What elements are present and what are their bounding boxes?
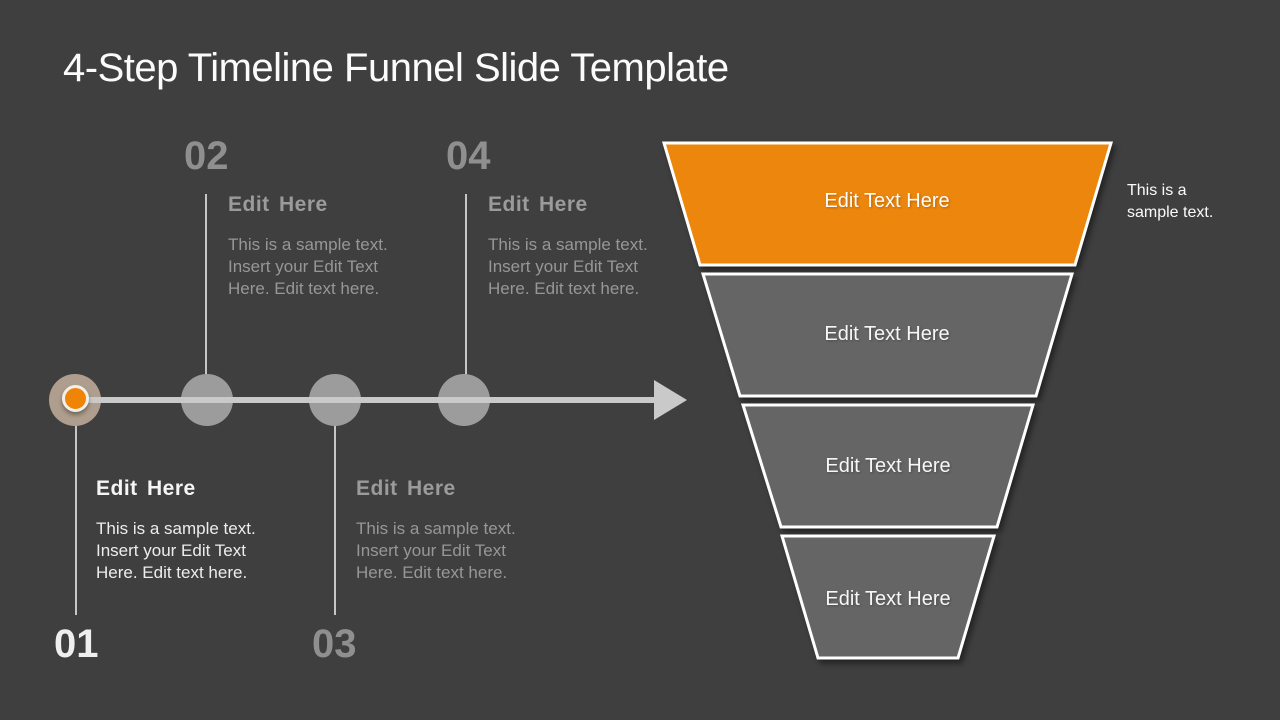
funnel-segment-2[interactable]	[700, 272, 1075, 398]
step-4-body-placeholder[interactable]: This is a sample text. Insert your Edit …	[488, 235, 648, 298]
step-3-heading-placeholder[interactable]: Edit Here	[356, 477, 456, 500]
funnel-segment-3[interactable]	[740, 403, 1036, 529]
step-3-connector-line	[334, 424, 336, 615]
timeline-arrow-icon	[654, 380, 687, 420]
step-1-number: 01	[54, 622, 99, 666]
slide-title: 4-Step Timeline Funnel Slide Template	[63, 46, 729, 90]
step-2-number: 02	[184, 134, 229, 178]
step-3-number: 03	[312, 622, 357, 666]
funnel-annotation-text[interactable]: This is a sample text.	[1127, 182, 1214, 221]
step-2-heading-placeholder[interactable]: Edit Here	[228, 193, 328, 216]
step-1-heading-placeholder[interactable]: Edit Here	[96, 477, 196, 500]
step-2-body-placeholder[interactable]: This is a sample text. Insert your Edit …	[228, 235, 388, 298]
step-1-connector-line	[75, 418, 77, 615]
funnel-segment-1-label-placeholder[interactable]: Edit Text Here	[824, 190, 950, 212]
step-4-connector-line	[465, 194, 467, 376]
step-1-body-placeholder[interactable]: This is a sample text. Insert your Edit …	[96, 519, 256, 582]
step-4-number: 04	[446, 134, 491, 178]
timeline-axis-line	[76, 397, 656, 403]
funnel-segment-1[interactable]	[661, 141, 1114, 267]
step-3-body-placeholder[interactable]: This is a sample text. Insert your Edit …	[356, 519, 516, 582]
funnel-segment-4-label-placeholder[interactable]: Edit Text Here	[825, 588, 951, 610]
step-1-marker-active-dot	[62, 385, 89, 412]
funnel-segment-4[interactable]	[779, 534, 997, 660]
step-2-connector-line	[205, 194, 207, 376]
step-4-heading-placeholder[interactable]: Edit Here	[488, 193, 588, 216]
funnel-segment-3-label-placeholder[interactable]: Edit Text Here	[825, 455, 951, 477]
funnel-segment-2-label-placeholder[interactable]: Edit Text Here	[824, 323, 950, 345]
